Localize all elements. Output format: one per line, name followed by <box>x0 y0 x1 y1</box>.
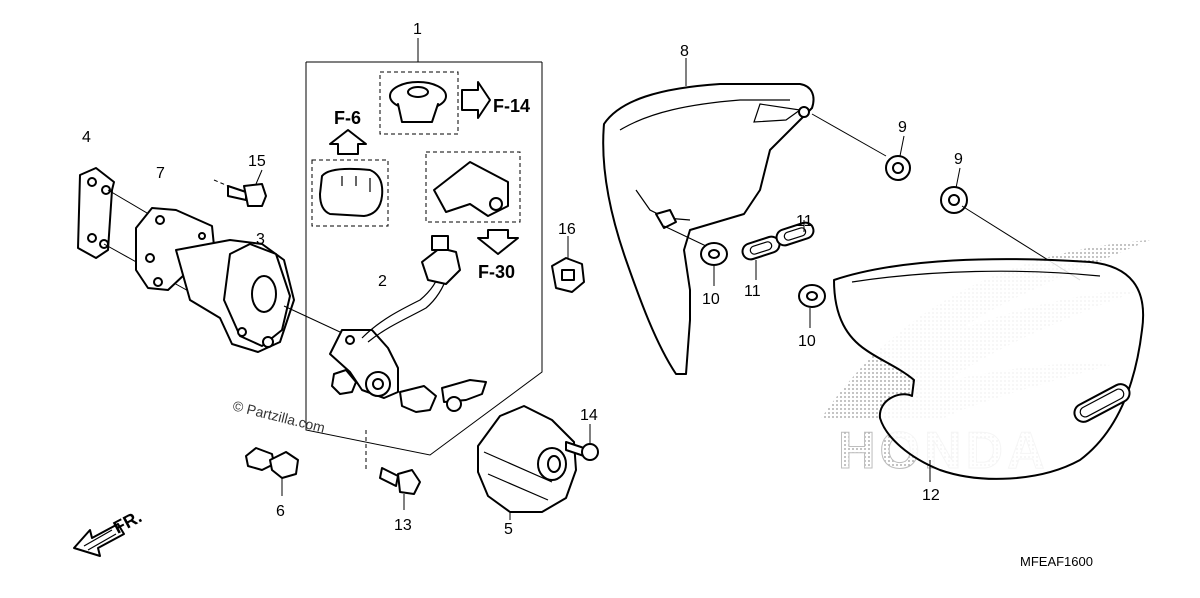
arrow-right-icon <box>461 81 491 119</box>
label-10b: 10 <box>798 333 816 350</box>
label-11a: 11 <box>744 283 761 300</box>
label-14: 14 <box>580 407 598 424</box>
label-8: 8 <box>680 43 689 60</box>
kit-bracket-1 <box>305 38 543 456</box>
label-12: 12 <box>922 487 940 504</box>
inset-f14-part: F-14 <box>379 71 530 135</box>
inset-f30-part: F-30 <box>425 151 521 282</box>
front-direction-arrow: FR. <box>73 506 145 557</box>
label-2: 2 <box>378 273 387 290</box>
part-12-side-cover <box>833 258 1145 482</box>
label-9b: 9 <box>954 151 963 168</box>
part-9-grommet-a <box>885 135 911 181</box>
part-3-housing <box>175 239 341 353</box>
label-5: 5 <box>504 521 513 538</box>
part-5-cover <box>477 405 577 520</box>
ref-f30: F-30 <box>478 262 515 282</box>
ref-f6: F-6 <box>334 108 361 128</box>
part-11-grommet-b <box>775 220 815 247</box>
part-8-side-cover <box>602 58 887 375</box>
label-11b: 11 <box>796 213 813 230</box>
part-9-grommet-b <box>940 167 1081 281</box>
part-6-key <box>245 447 299 496</box>
diagram-code: MFEAF1600 <box>1020 554 1093 569</box>
partzilla-watermark: © Partzilla.com <box>231 397 326 435</box>
label-4: 4 <box>82 129 91 146</box>
inset-f6-part: F-6 <box>311 108 389 227</box>
part-16-clip <box>551 236 585 293</box>
part-14-screw <box>565 424 599 461</box>
label-13: 13 <box>394 517 412 534</box>
label-3: 3 <box>256 231 265 248</box>
label-6: 6 <box>276 503 285 520</box>
part-2-switch <box>329 235 487 413</box>
arrow-up-icon <box>329 129 367 155</box>
label-15: 15 <box>248 153 266 170</box>
part-10-grommet-a <box>700 242 728 286</box>
label-16: 16 <box>558 221 576 238</box>
ref-f14: F-14 <box>493 96 530 116</box>
part-10-grommet-b <box>798 284 826 328</box>
arrow-down-icon <box>477 229 519 255</box>
part-11-grommet-a <box>741 235 781 280</box>
label-7: 7 <box>156 165 165 182</box>
label-9a: 9 <box>898 119 907 136</box>
part-13-bolt <box>365 430 421 510</box>
label-10a: 10 <box>702 291 720 308</box>
label-1: 1 <box>413 21 422 38</box>
part-15-bolt <box>213 169 267 207</box>
